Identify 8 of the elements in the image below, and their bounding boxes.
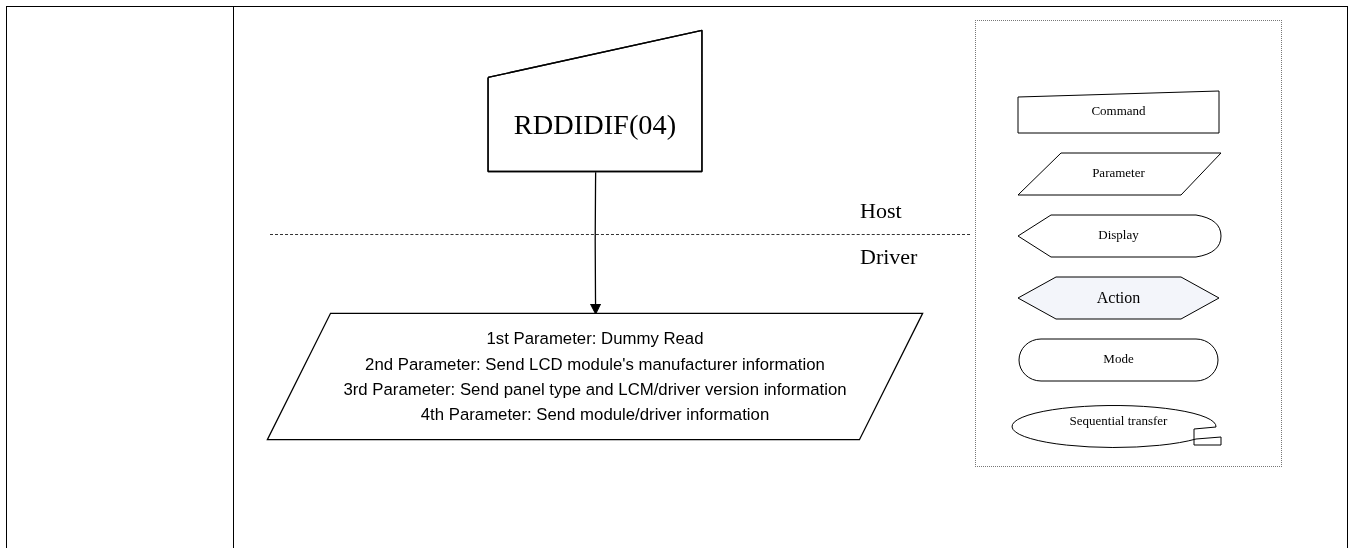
zone-label: Driver bbox=[860, 243, 918, 270]
legend-text: Action bbox=[1095, 289, 1142, 307]
legend-text: Sequential transfer bbox=[1068, 413, 1169, 429]
legend-text: Display bbox=[1097, 227, 1140, 243]
zone-label: Host bbox=[860, 197, 902, 224]
legend-text: Mode bbox=[1102, 351, 1135, 367]
legend-text: Parameter bbox=[1091, 165, 1146, 181]
legend-text: Command bbox=[1090, 103, 1147, 119]
